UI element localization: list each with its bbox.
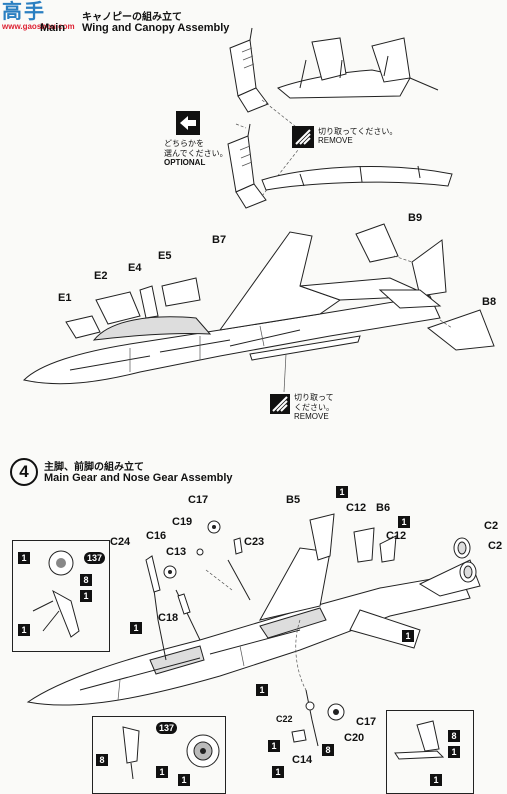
part-e1-shape [65,315,101,339]
option-label-jp1: どちらかを [164,139,204,148]
part-label-b7: B7 [212,234,227,246]
part-label-c2b: C2 [488,540,503,552]
part-label-c12b: C12 [386,530,407,542]
watermark: 高手 www.gaoshou.com [2,2,75,31]
inset1-box-1c: 1 [18,624,30,636]
step3-illustration [23,27,495,414]
part-label-c24: C24 [110,536,131,548]
part-label-b9: B9 [408,212,423,224]
seat-bottom [227,123,267,209]
part-label-b5: B5 [286,494,301,506]
remove2-jp2: ください。 [294,403,334,412]
step4-illustration [26,513,481,747]
step3-title-en: Wing and Canopy Assembly [82,22,230,34]
remove-icon-1 [292,126,314,148]
part-b9-shape [355,223,399,263]
canopy-top [277,37,439,99]
box-1-b5: 1 [336,486,348,498]
remove2-jp1: 切り取って [294,393,334,402]
inset3-box-1a: 1 [448,746,460,758]
inset1-box-8: 8 [80,574,92,586]
part-e4-shape [139,285,159,319]
part-label-c16: C16 [146,530,167,542]
step3-title-en-prefix: Main [40,22,66,34]
canopy-closed [261,165,453,191]
box-1-c22: 1 [268,740,280,752]
aircraft-step4 [26,547,481,706]
part-label-c19: C19 [172,516,193,528]
part-label-b8: B8 [482,296,497,308]
remove2-en: REMOVE [294,412,329,421]
step3-title-jp: キャノピーの組み立て [82,12,182,23]
option-label-en: OPTIONAL [164,158,206,167]
inset-bottom-left-drawing [122,726,220,780]
part-label-e2: E2 [94,270,108,282]
part-label-e5: E5 [158,250,172,262]
step4-title-en: Main Gear and Nose Gear Assembly [44,472,233,484]
watermark-url: www.gaoshou.com [2,22,75,31]
inset1-box-1b: 1 [80,590,92,602]
part-label-b6: B6 [376,502,391,514]
aircraft-step3 [23,231,447,385]
inset2-box-1a: 1 [156,766,168,778]
box-1-b6: 1 [398,516,410,528]
part-label-c17a: C17 [188,494,209,506]
seat-top [229,27,269,113]
part-e5-shape [161,277,201,307]
box-1-c18: 1 [130,622,142,634]
part-b8-shape [426,309,495,351]
part-label-c13: C13 [166,546,187,558]
part-label-c12a: C12 [346,502,367,514]
remove1-en: REMOVE [318,136,353,145]
remove-icon-2 [270,394,290,414]
part-label-c2a: C2 [484,520,499,532]
box-1-fuselage-bottom: 1 [256,684,268,696]
step4-number: 4 [10,458,38,486]
part-label-c18: C18 [158,612,179,624]
remove1-jp: 切り取ってください。 [318,127,398,136]
inset-bottom-right-drawing [394,720,445,760]
watermark-logo: 高手 [2,1,46,23]
box-1-c14: 1 [272,766,284,778]
box-8-c20: 8 [322,744,334,756]
part-e2-shape [95,291,141,325]
part-label-c22: C22 [276,714,293,724]
inset3-box-1b: 1 [430,774,442,786]
step4-title-jp: 主脚、前脚の組み立て [44,462,144,473]
inset1-oval-137: 137 [84,552,106,564]
part-label-c23: C23 [244,536,265,548]
inset3-box-8: 8 [448,730,460,742]
option-label-jp2: 選んでください。 [164,149,228,158]
inset-left-top-drawing [32,550,80,638]
box-1-fuselage-right: 1 [402,630,414,642]
part-label-c20: C20 [344,732,365,744]
inset2-box-1b: 1 [178,774,190,786]
option-arrows-icon [176,111,200,135]
part-label-c14: C14 [292,754,313,766]
inset2-oval-137: 137 [156,722,178,734]
inset2-box-8: 8 [96,754,108,766]
part-label-c17b: C17 [356,716,377,728]
inset1-box-1a: 1 [18,552,30,564]
part-label-e4: E4 [128,262,142,274]
part-label-e1: E1 [58,292,72,304]
